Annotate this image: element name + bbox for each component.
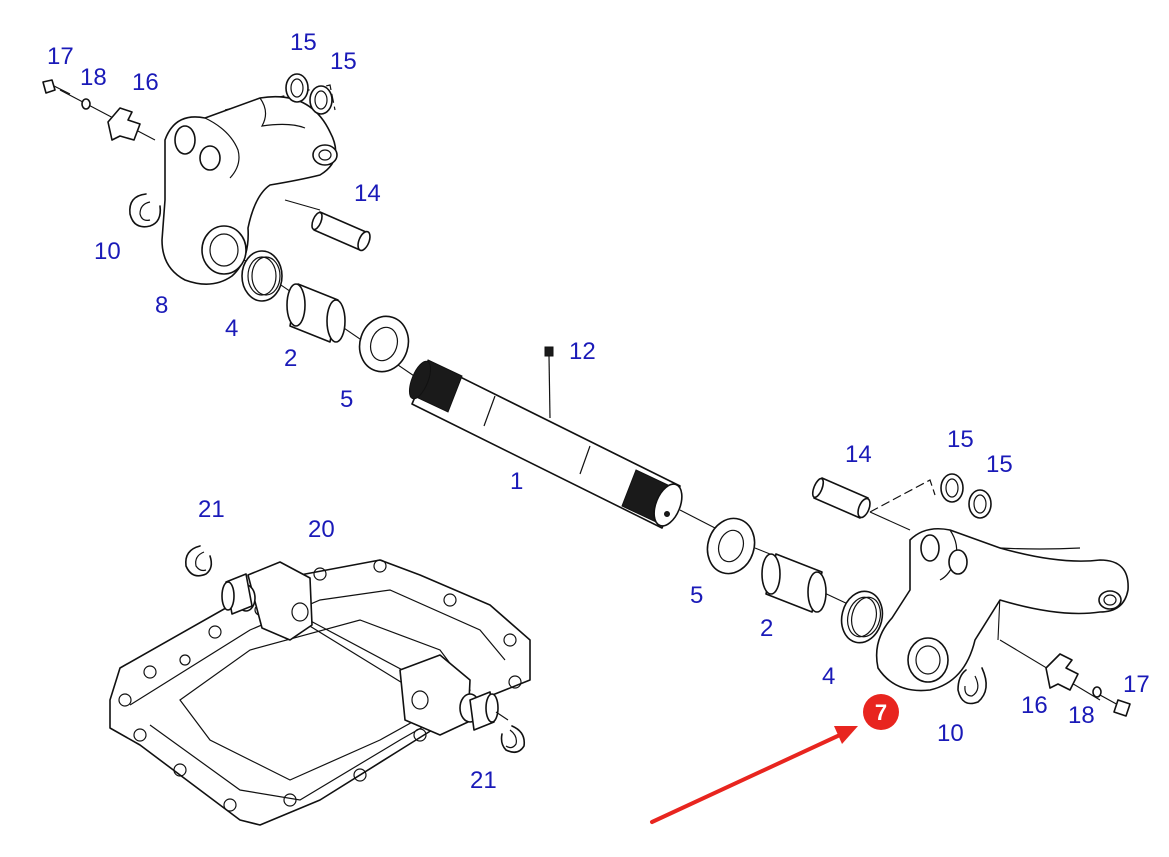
pin-14-right xyxy=(811,477,871,519)
thrust-washer-5-right xyxy=(706,517,756,575)
seal-15-d xyxy=(968,489,992,519)
right-lift-arm-assembly xyxy=(706,473,1131,717)
circlip-10 xyxy=(129,193,162,228)
lock-plate-16-right xyxy=(1045,653,1079,691)
lock-plate-16 xyxy=(107,107,141,141)
housing-cover-20 xyxy=(109,559,531,826)
callout-marker-7: 7 xyxy=(863,694,899,730)
bearing-ring-4-right xyxy=(840,590,884,644)
left-lift-arm-assembly xyxy=(42,73,421,381)
label-4-left: 4 xyxy=(225,315,238,342)
label-17-left: 17 xyxy=(47,43,74,70)
grease-nipple-12 xyxy=(544,346,554,419)
label-15-b: 15 xyxy=(330,48,357,75)
circlip-21-b xyxy=(500,725,526,754)
label-18-right: 18 xyxy=(1068,702,1095,729)
label-15-c: 15 xyxy=(947,426,974,453)
seal-15-c xyxy=(940,473,964,503)
seal-15-b xyxy=(309,85,333,115)
washer-18 xyxy=(81,98,91,110)
label-18-left: 18 xyxy=(80,64,107,91)
seal-15-a xyxy=(285,73,309,103)
label-4-right: 4 xyxy=(822,663,835,690)
circlip-21-a xyxy=(184,545,213,577)
bushing-2-right xyxy=(761,553,827,613)
label-16-right: 16 xyxy=(1021,692,1048,719)
label-2-right: 2 xyxy=(760,615,773,642)
label-5-right: 5 xyxy=(690,582,703,609)
label-10-left: 10 xyxy=(94,238,121,265)
pointer-arrow xyxy=(650,726,858,824)
screw-17 xyxy=(42,79,71,95)
label-17-right: 17 xyxy=(1123,671,1150,698)
label-16-left: 16 xyxy=(132,69,159,96)
washer-18-right xyxy=(1092,686,1102,698)
thrust-washer-5 xyxy=(358,315,410,373)
label-12: 12 xyxy=(569,338,596,365)
label-21-bottom: 21 xyxy=(470,767,497,794)
label-2-left: 2 xyxy=(284,345,297,372)
label-10-right: 10 xyxy=(937,720,964,747)
label-8: 8 xyxy=(155,292,168,319)
label-20: 20 xyxy=(308,516,335,543)
label-14-left: 14 xyxy=(354,180,381,207)
svg-text:7: 7 xyxy=(875,700,887,725)
label-21-top: 21 xyxy=(198,496,225,523)
label-5-left: 5 xyxy=(340,386,353,413)
part-labels: 17 18 16 15 15 14 10 8 4 2 5 12 1 14 15 … xyxy=(47,29,1150,794)
screw-17-right xyxy=(1099,694,1131,717)
label-15-a: 15 xyxy=(290,29,317,56)
bushing-2 xyxy=(286,283,346,343)
label-15-d: 15 xyxy=(986,451,1013,478)
shaft-1 xyxy=(408,359,851,606)
label-14-right: 14 xyxy=(845,441,872,468)
pin-14 xyxy=(311,211,371,252)
label-1: 1 xyxy=(510,468,523,495)
circlip-10-right xyxy=(957,667,987,705)
